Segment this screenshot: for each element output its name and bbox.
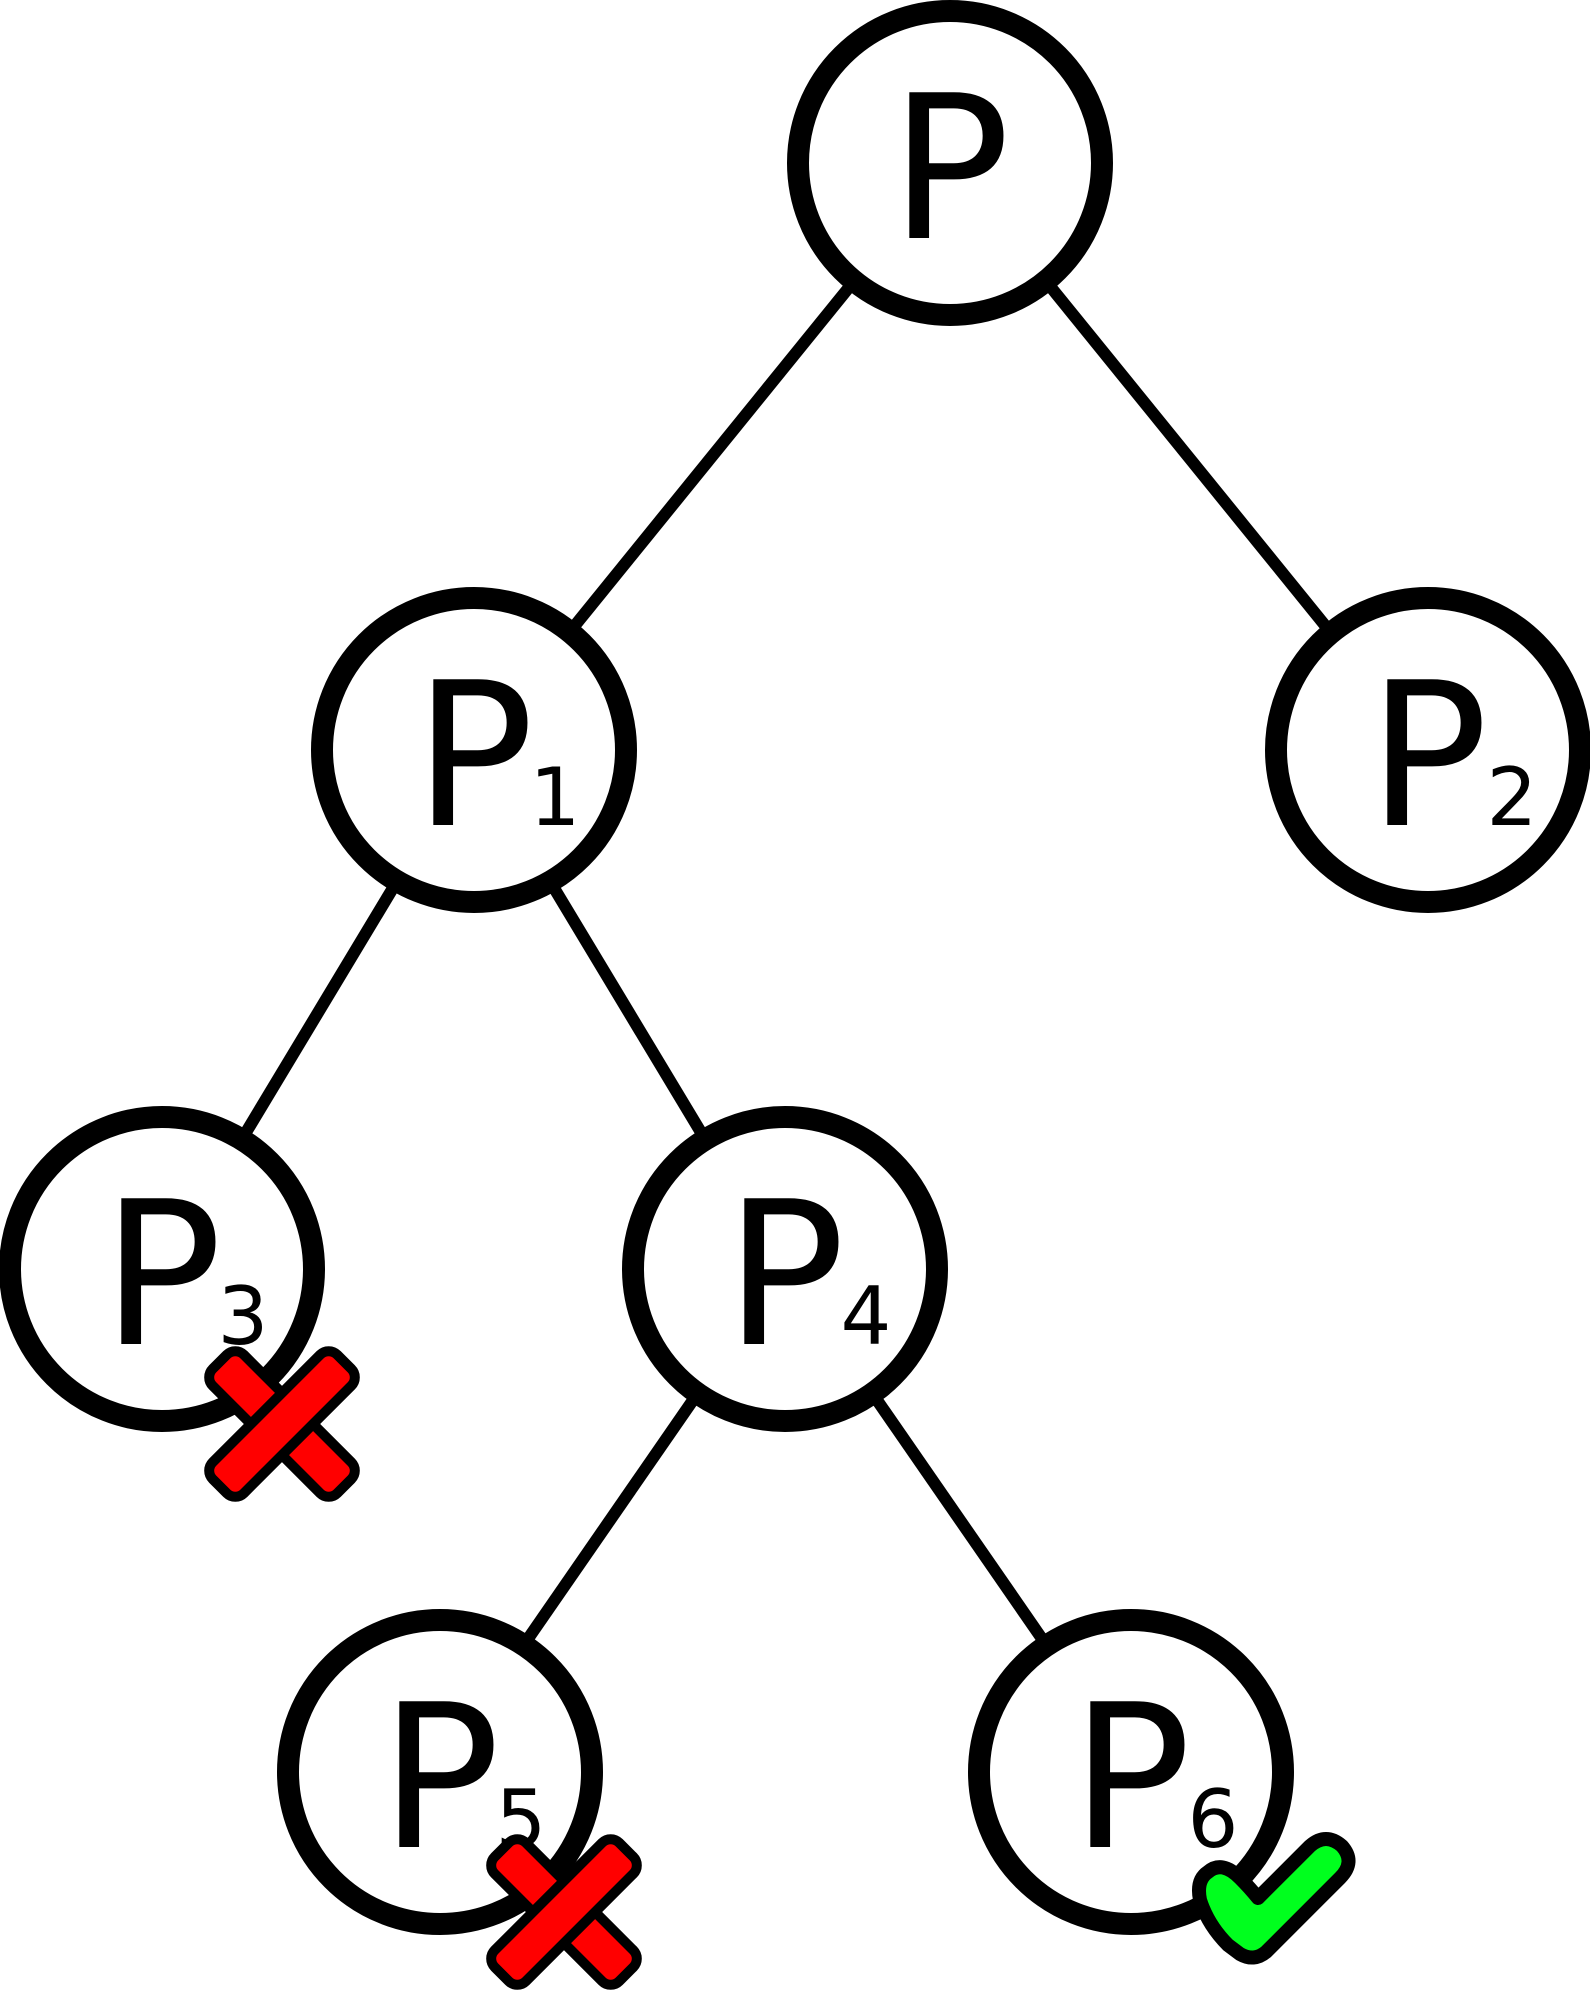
tree-node-p5: P 5 bbox=[277, 1609, 603, 1935]
tree-node-p2: P 2 bbox=[1265, 587, 1590, 913]
tree-node-p6: P 6 bbox=[968, 1609, 1294, 1935]
edge-root-p1 bbox=[563, 276, 860, 638]
edge-p4-p6 bbox=[865, 1386, 1052, 1650]
cross-icon bbox=[204, 1346, 360, 1502]
node-subscript: 6 bbox=[1188, 1773, 1239, 1866]
node-subscript: 2 bbox=[1487, 751, 1538, 844]
node-letter: P bbox=[102, 1159, 223, 1392]
tree-node-p4: P 4 bbox=[622, 1106, 948, 1432]
edge-p4-p5 bbox=[518, 1386, 705, 1650]
node-letter: P bbox=[890, 53, 1011, 286]
svg-text:P: P bbox=[890, 53, 1011, 286]
node-subscript: 4 bbox=[841, 1270, 892, 1363]
edge-p1-p4 bbox=[545, 879, 717, 1153]
tree-edges bbox=[230, 276, 1337, 1650]
node-subscript: 3 bbox=[218, 1270, 269, 1363]
node-letter: P bbox=[414, 640, 535, 873]
node-letter: P bbox=[380, 1662, 501, 1895]
node-letter: P bbox=[1368, 640, 1489, 873]
node-subscript: 1 bbox=[530, 751, 581, 844]
node-letter: P bbox=[1071, 1662, 1192, 1895]
cross-icon bbox=[486, 1834, 642, 1990]
tree-node-p3: P 3 bbox=[0, 1106, 325, 1432]
edge-root-p2 bbox=[1040, 276, 1337, 638]
tree-node-root: P bbox=[787, 0, 1113, 326]
node-letter: P bbox=[725, 1159, 846, 1392]
edge-p1-p3 bbox=[230, 879, 402, 1153]
tree-node-p1: P 1 bbox=[311, 587, 637, 913]
check-icon bbox=[1192, 1832, 1356, 1965]
